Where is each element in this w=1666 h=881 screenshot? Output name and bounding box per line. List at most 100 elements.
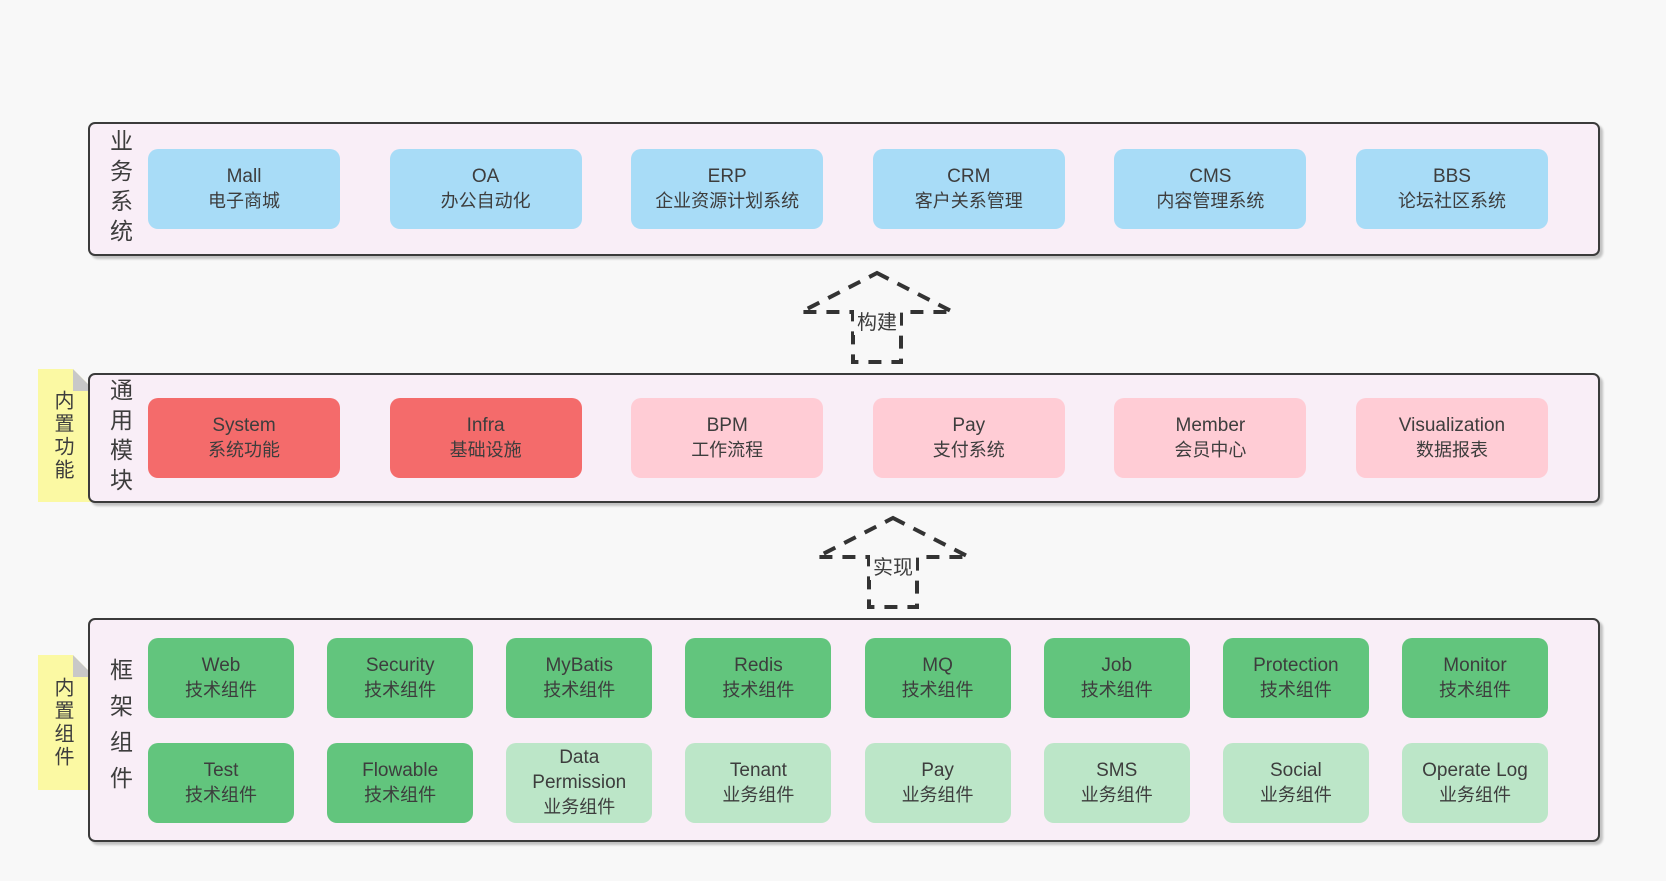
box-title: Operate Log [1422, 759, 1528, 781]
box-bbs: BBS 论坛社区系统 [1355, 149, 1548, 229]
arrow-implement: 实现 [813, 515, 973, 610]
section-label-container: 通用模块 [90, 375, 148, 501]
box-subtitle: 技术组件 [185, 784, 257, 805]
box-title: Monitor [1443, 654, 1507, 676]
box-sms: SMS 业务组件 [1043, 742, 1190, 823]
components-grid: Web 技术组件 Security 技术组件 MyBatis 技术组件 Redi… [148, 620, 1598, 840]
components-row-1: Web 技术组件 Security 技术组件 MyBatis 技术组件 Redi… [148, 637, 1548, 718]
box-monitor: Monitor 技术组件 [1401, 637, 1548, 718]
box-title: BPM [706, 415, 748, 436]
section-label-container: 框架组件 [90, 620, 148, 840]
box-subtitle: 技术组件 [1438, 679, 1511, 700]
arrow-label: 实现 [870, 551, 916, 580]
box-subtitle: 电子商城 [208, 191, 280, 211]
box-title: Pay [921, 759, 954, 781]
box-mall: Mall 电子商城 [148, 149, 340, 229]
box-title: Web [201, 654, 241, 676]
box-title: Mall [226, 166, 262, 187]
box-subtitle: 技术组件 [1080, 679, 1153, 700]
box-title: BBS [1432, 166, 1471, 187]
box-subtitle: 工作流程 [691, 440, 764, 460]
box-title: Data Permission [532, 747, 627, 793]
box-subtitle: 业务组件 [543, 797, 616, 817]
box-subtitle: 技术组件 [364, 784, 437, 805]
box-pay: Pay 支付系统 [872, 398, 1065, 478]
box-subtitle: 论坛社区系统 [1397, 191, 1506, 211]
box-subtitle: 企业资源计划系统 [655, 191, 800, 211]
section-label: 业务系统 [106, 129, 133, 249]
modules-row: System 系统功能 Infra 基础设施 BPM 工作流程 Pay 支付系统… [148, 375, 1598, 501]
box-title: Tenant [729, 759, 787, 781]
box-subtitle: 会员中心 [1174, 440, 1247, 460]
box-title: OA [471, 166, 500, 187]
up-block-arrow-icon [800, 270, 954, 364]
box-subtitle: 技术组件 [901, 679, 974, 700]
box-erp: ERP 企业资源计划系统 [631, 149, 824, 229]
box-mybatis: MyBatis 技术组件 [506, 637, 653, 718]
arrow-label: 构建 [854, 306, 900, 335]
box-cms: CMS 内容管理系统 [1114, 149, 1307, 229]
box-subtitle: 业务组件 [901, 784, 974, 805]
box-web: Web 技术组件 [148, 637, 294, 718]
box-subtitle: 技术组件 [1259, 679, 1332, 700]
box-protection: Protection 技术组件 [1222, 637, 1369, 718]
section-label: 通用模块 [106, 378, 133, 498]
box-flowable: Flowable 技术组件 [327, 742, 474, 823]
box-subtitle: 办公自动化 [440, 191, 531, 211]
box-subtitle: 业务组件 [722, 784, 795, 805]
box-title: Job [1101, 654, 1133, 676]
box-title: Infra [466, 415, 505, 436]
sticky-label: 内置功能 [51, 389, 73, 482]
section-label: 框架组件 [106, 658, 133, 802]
box-title: System [212, 415, 276, 436]
box-subtitle: 业务组件 [1438, 784, 1511, 805]
box-data-permission: Data Permission 业务组件 [506, 742, 653, 823]
box-title: Flowable [362, 759, 439, 781]
box-subtitle: 数据报表 [1415, 440, 1488, 460]
box-subtitle: 系统功能 [208, 440, 280, 460]
box-tenant: Tenant 业务组件 [685, 742, 832, 823]
box-visualization: Visualization 数据报表 [1355, 398, 1548, 478]
section-business-systems: 业务系统 Mall 电子商城 OA 办公自动化 ERP 企业资源计划系统 CRM… [88, 122, 1600, 256]
box-subtitle: 技术组件 [364, 679, 437, 700]
box-title: Visualization [1398, 415, 1506, 436]
business-row: Mall 电子商城 OA 办公自动化 ERP 企业资源计划系统 CRM 客户关系… [148, 124, 1598, 254]
box-member: Member 会员中心 [1114, 398, 1307, 478]
box-pay-biz: Pay 业务组件 [864, 742, 1011, 823]
box-subtitle: 技术组件 [185, 679, 257, 700]
section-framework-components: 框架组件 Web 技术组件 Security 技术组件 MyBatis 技术组件… [88, 618, 1600, 842]
box-crm: CRM 客户关系管理 [872, 149, 1065, 229]
box-job: Job 技术组件 [1043, 637, 1190, 718]
box-subtitle: 业务组件 [1080, 784, 1153, 805]
components-row-2: Test 技术组件 Flowable 技术组件 Data Permission … [148, 742, 1548, 823]
box-title: Member [1175, 415, 1246, 436]
box-subtitle: 客户关系管理 [914, 191, 1023, 211]
box-title: ERP [707, 166, 747, 187]
box-title: SMS [1096, 759, 1138, 781]
box-title: MyBatis [545, 654, 614, 676]
box-title: Pay [952, 415, 986, 436]
box-subtitle: 技术组件 [722, 679, 795, 700]
box-subtitle: 技术组件 [543, 679, 616, 700]
box-title: Test [203, 759, 239, 781]
section-common-modules: 通用模块 System 系统功能 Infra 基础设施 BPM 工作流程 Pay… [88, 373, 1600, 503]
sticky-label: 内置组件 [51, 676, 73, 769]
box-subtitle: 基础设施 [449, 440, 522, 460]
box-security: Security 技术组件 [327, 637, 474, 718]
box-social: Social 业务组件 [1222, 742, 1369, 823]
up-block-arrow-icon [816, 515, 970, 609]
box-title: Redis [734, 654, 783, 676]
arrow-build: 构建 [797, 270, 957, 365]
box-title: MQ [922, 654, 953, 676]
box-mq: MQ 技术组件 [864, 637, 1011, 718]
box-test: Test 技术组件 [148, 742, 294, 823]
box-subtitle: 内容管理系统 [1156, 191, 1265, 211]
sticky-note-built-in-features: 内置功能 [38, 369, 95, 502]
sticky-note-built-in-components: 内置组件 [38, 655, 95, 790]
box-title: Social [1269, 759, 1322, 781]
section-label-container: 业务系统 [90, 124, 148, 254]
box-redis: Redis 技术组件 [685, 637, 832, 718]
box-title: Protection [1253, 654, 1339, 676]
box-operate-log: Operate Log 业务组件 [1401, 742, 1548, 823]
